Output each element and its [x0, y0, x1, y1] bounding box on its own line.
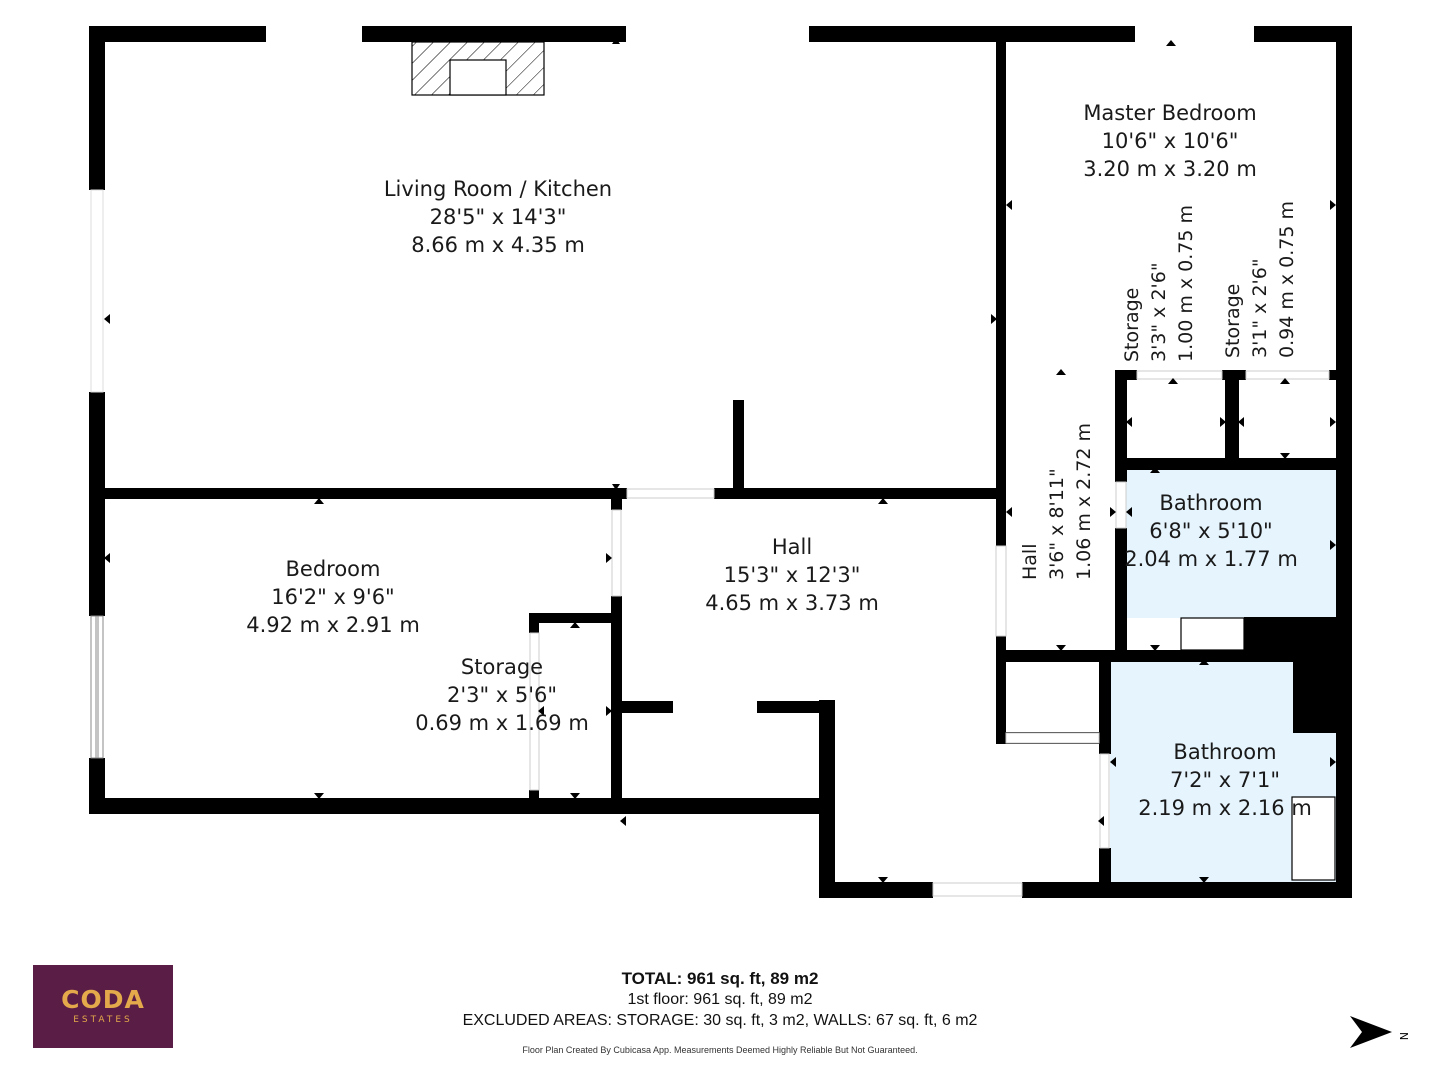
logo-subtitle: ESTATES: [73, 1015, 133, 1025]
room-name: Bedroom: [285, 557, 381, 581]
room-imperial: 6'8" x 5'10": [1149, 519, 1273, 543]
walls: [89, 26, 1352, 898]
room-label-bedroom: Bedroom 16'2" x 9'6" 4.92 m x 2.91 m: [228, 555, 438, 639]
room-imperial: 10'6" x 10'6": [1101, 129, 1239, 153]
room-label-storage-3: Storage 2'3" x 5'6" 0.69 m x 1.69 m: [412, 653, 592, 737]
room-imperial: 16'2" x 9'6": [271, 585, 395, 609]
room-metric: 4.92 m x 2.91 m: [246, 613, 420, 637]
room-name: Master Bedroom: [1083, 101, 1257, 125]
room-metric: 8.66 m x 4.35 m: [411, 233, 585, 257]
credit-note: Floor Plan Created By Cubicasa App. Meas…: [522, 1045, 918, 1055]
room-metric: 0.69 m x 1.69 m: [415, 711, 589, 735]
room-label-storage-2: Storage 3'1" x 2'6" 0.94 m x 0.75 m: [1220, 201, 1301, 358]
area-summary: TOTAL: 961 sq. ft, 89 m2 1st floor: 961 …: [420, 968, 1020, 1031]
room-label-hall-narrow: Hall 3'6" x 8'11" 1.06 m x 2.72 m: [1017, 423, 1098, 580]
dimension-markers: [104, 38, 1336, 883]
room-label-master-bedroom: Master Bedroom 10'6" x 10'6" 3.20 m x 3.…: [1060, 99, 1280, 183]
room-label-bathroom-1: Bathroom 6'8" x 5'10" 2.04 m x 1.77 m: [1116, 489, 1306, 573]
room-label-living: Living Room / Kitchen 28'5" x 14'3" 8.66…: [368, 175, 628, 259]
bathroom-1-fill: [1126, 468, 1336, 618]
room-name: Living Room / Kitchen: [383, 177, 613, 201]
room-imperial: 3'1" x 2'6": [1249, 258, 1271, 358]
room-imperial: 15'3" x 12'3": [723, 563, 861, 587]
vanity-fixture: [1180, 617, 1245, 651]
room-name: Hall: [771, 535, 813, 559]
total-area: TOTAL: 961 sq. ft, 89 m2: [621, 969, 819, 988]
room-name: Hall: [1019, 543, 1041, 581]
room-name: Storage: [460, 655, 544, 679]
room-metric: 4.65 m x 3.73 m: [705, 591, 879, 615]
room-label-storage-1: Storage 3'3" x 2'6" 1.00 m x 0.75 m: [1119, 205, 1200, 362]
room-imperial: 3'6" x 8'11": [1046, 468, 1068, 580]
room-metric: 3.20 m x 3.20 m: [1083, 157, 1257, 181]
fireplace-icon: [411, 41, 545, 96]
room-imperial: 7'2" x 7'1": [1169, 768, 1281, 792]
room-imperial: 2'3" x 5'6": [446, 683, 558, 707]
room-name: Bathroom: [1159, 491, 1263, 515]
room-label-bathroom-2: Bathroom 7'2" x 7'1" 2.19 m x 2.16 m: [1130, 738, 1320, 822]
excluded-areas: EXCLUDED AREAS: STORAGE: 30 sq. ft, 3 m2…: [462, 1012, 978, 1029]
room-name: Storage: [1222, 283, 1244, 358]
coda-estates-logo: CODA ESTATES: [33, 965, 173, 1048]
room-label-hall: Hall 15'3" x 12'3" 4.65 m x 3.73 m: [692, 533, 892, 617]
room-metric: 2.19 m x 2.16 m: [1138, 796, 1312, 820]
north-arrow-icon: N: [1348, 1012, 1418, 1052]
floor-area: 1st floor: 961 sq. ft, 89 m2: [627, 991, 813, 1008]
room-metric: 2.04 m x 1.77 m: [1124, 547, 1298, 571]
room-metric: 1.06 m x 2.72 m: [1073, 422, 1095, 580]
room-imperial: 3'3" x 2'6": [1148, 262, 1170, 362]
room-imperial: 28'5" x 14'3": [429, 205, 567, 229]
logo-name: CODA: [61, 985, 145, 1014]
room-name: Bathroom: [1173, 740, 1277, 764]
bathtub-fixture: [1291, 796, 1336, 881]
room-metric: 1.00 m x 0.75 m: [1175, 204, 1197, 362]
windows: [90, 189, 1330, 897]
compass-label: N: [1397, 1032, 1410, 1040]
room-name: Storage: [1121, 287, 1143, 362]
room-metric: 0.94 m x 0.75 m: [1276, 200, 1298, 358]
